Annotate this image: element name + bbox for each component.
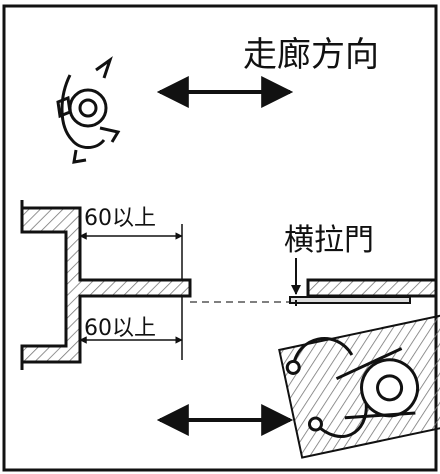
left-wall bbox=[20, 200, 192, 370]
dimension-top: 60以上 bbox=[79, 206, 183, 280]
wheelchair-icon bbox=[278, 313, 440, 459]
corridor-direction-label: 走廊方向 bbox=[243, 35, 379, 75]
dimension-bottom: 60以上 bbox=[79, 296, 183, 360]
wheelchair-user-icon bbox=[56, 56, 121, 164]
clearance-label-bottom: 60以上 bbox=[84, 316, 156, 341]
clearance-label-top: 60以上 bbox=[84, 206, 156, 231]
right-wall-door bbox=[289, 278, 438, 306]
sliding-door-label: 横拉門 bbox=[284, 223, 374, 258]
frame-border bbox=[2, 4, 438, 472]
